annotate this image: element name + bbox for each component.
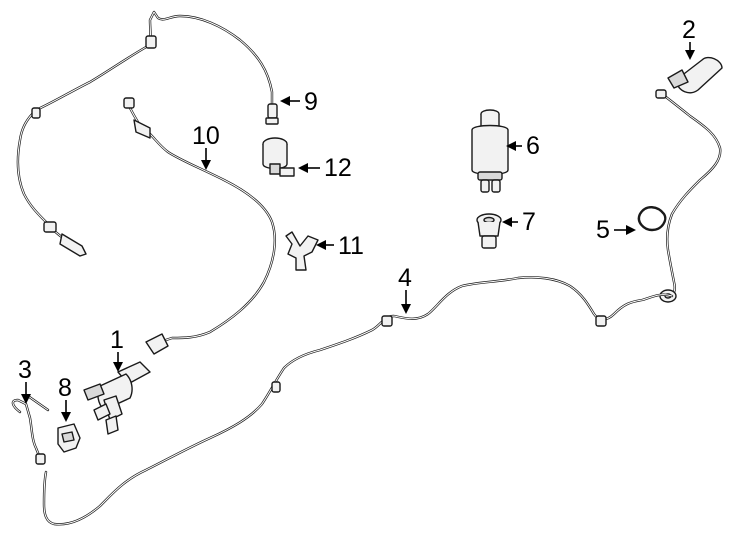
hose-clip [381, 315, 393, 327]
part-6-pump [471, 109, 509, 193]
hose-clip [31, 107, 41, 119]
callout-11: 11 [316, 232, 364, 260]
part-9-connector [265, 103, 279, 125]
callout-11-number: 11 [338, 232, 364, 260]
callout-5-number: 5 [596, 216, 610, 244]
callout-7-number: 7 [522, 208, 536, 236]
hose-end-fitting [655, 89, 667, 99]
part-7-grommet [476, 213, 502, 249]
callout-5: 5 [596, 216, 636, 244]
callout-1-number: 1 [110, 326, 124, 354]
hose-clip [145, 35, 157, 49]
callout-2: 2 [682, 16, 696, 60]
part-4-hose [42, 276, 674, 526]
callout-8-number: 8 [58, 374, 72, 402]
upper-left-hose [16, 10, 274, 257]
part-10-hose [123, 97, 276, 355]
callouts: 1 2 3 4 5 6 7 [18, 16, 696, 422]
part-12-fitting [262, 137, 295, 177]
part-8-bracket [57, 423, 81, 453]
callout-2-number: 2 [682, 16, 696, 44]
callout-8: 8 [58, 374, 72, 422]
callout-1: 1 [110, 326, 124, 372]
callout-10-number: 10 [192, 122, 220, 150]
hose-clip [133, 119, 151, 139]
callout-12-number: 12 [324, 154, 352, 182]
callout-4: 4 [398, 264, 412, 314]
hose-connector [59, 233, 87, 257]
callout-12: 12 [298, 154, 352, 182]
part-1-valve [83, 361, 151, 435]
callout-9: 9 [280, 88, 318, 116]
callout-9-number: 9 [304, 88, 318, 116]
part-11-clip [285, 231, 319, 271]
callout-6: 6 [506, 132, 540, 160]
hose-end-fitting [123, 97, 135, 109]
callout-3: 3 [18, 356, 32, 404]
hose-clip [271, 381, 281, 393]
hose-clip [595, 315, 607, 327]
callout-4-number: 4 [398, 264, 412, 292]
callout-7: 7 [502, 208, 536, 236]
hose-end-fitting [35, 453, 46, 465]
part-2-nozzle [667, 56, 723, 94]
callout-3-number: 3 [18, 356, 32, 384]
part-5-hose [637, 89, 722, 303]
hose-end-fitting [145, 333, 169, 355]
hose-clip [43, 221, 57, 233]
part-3-hose [11, 394, 50, 465]
callout-10: 10 [192, 122, 220, 170]
callout-6-number: 6 [526, 132, 540, 160]
